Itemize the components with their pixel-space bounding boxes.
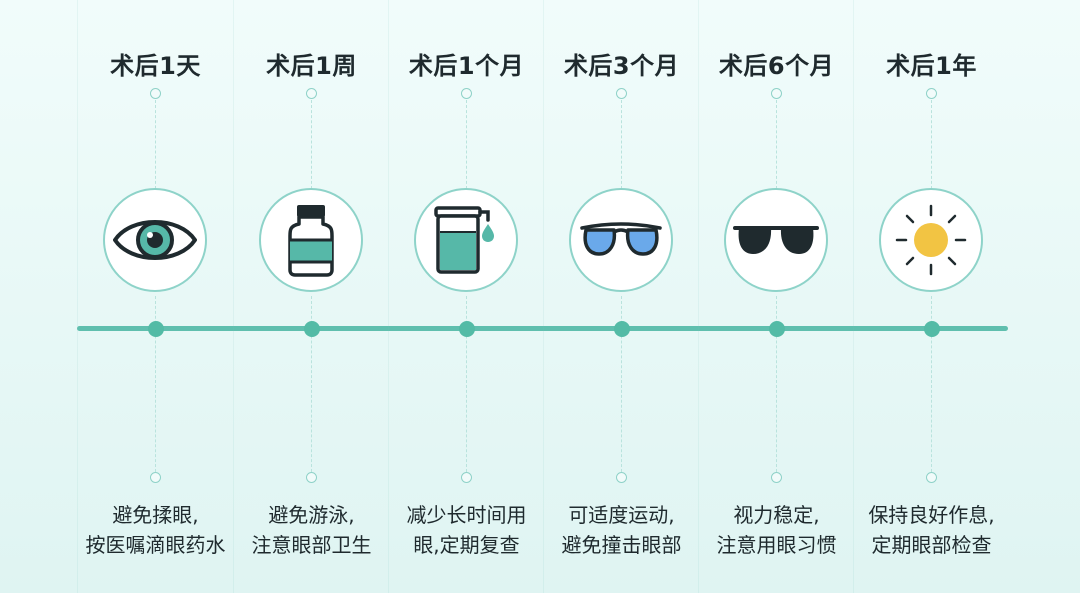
bottom-marker: [616, 472, 627, 483]
top-marker: [150, 88, 161, 99]
timeline-node: [459, 321, 475, 337]
icon-badge: [879, 188, 983, 292]
desc-line: 避免撞击眼部: [561, 533, 682, 557]
dashed-connector: [776, 100, 777, 194]
medicine-bottle-icon: [288, 205, 334, 277]
step-title: 术后6个月: [718, 52, 835, 80]
top-marker: [926, 88, 937, 99]
top-marker: [461, 88, 472, 99]
dashed-connector: [311, 296, 312, 472]
dashed-connector: [311, 100, 312, 194]
timeline-node: [769, 321, 785, 337]
step-description: 避免揉眼, 按医嘱滴眼药水: [78, 500, 233, 560]
bottom-marker: [926, 472, 937, 483]
dashed-connector: [155, 100, 156, 194]
bottom-marker: [150, 472, 161, 483]
desc-line: 眼,定期复查: [413, 533, 520, 557]
step-year-1: 术后1年 保持良好作息, 定期眼部检查: [853, 0, 1009, 593]
desc-line: 保持良好作息,: [868, 503, 995, 527]
bottom-marker: [771, 472, 782, 483]
dashed-connector: [621, 296, 622, 472]
icon-badge: [414, 188, 518, 292]
step-title: 术后3个月: [563, 52, 680, 80]
desc-line: 避免揉眼,: [112, 503, 199, 527]
dashed-connector: [466, 100, 467, 194]
eye-icon: [113, 220, 197, 260]
step-month-6: 术后6个月 视力稳定, 注意用眼习惯: [698, 0, 854, 593]
sunglasses-icon: [733, 226, 819, 254]
desc-line: 减少长时间用: [406, 503, 527, 527]
bottom-marker: [306, 472, 317, 483]
bottom-marker: [461, 472, 472, 483]
step-title: 术后1年: [886, 52, 977, 80]
timeline-node: [148, 321, 164, 337]
step-description: 减少长时间用 眼,定期复查: [389, 500, 544, 560]
desc-line: 避免游泳,: [268, 503, 355, 527]
desc-line: 视力稳定,: [733, 503, 820, 527]
top-marker: [616, 88, 627, 99]
icon-badge: [103, 188, 207, 292]
icon-badge: [724, 188, 828, 292]
timeline-axis: [77, 326, 1008, 331]
eye-drop-container-icon: [434, 206, 494, 274]
timeline-node: [614, 321, 630, 337]
step-day-1: 术后1天 避免揉眼, 按医嘱滴眼药水: [77, 0, 233, 593]
step-title: 术后1周: [266, 52, 357, 80]
top-marker: [306, 88, 317, 99]
dashed-connector: [466, 296, 467, 472]
desc-line: 按医嘱滴眼药水: [85, 533, 226, 557]
step-month-3: 术后3个月 可适度运动, 避免撞击眼部: [543, 0, 699, 593]
desc-line: 定期眼部检查: [871, 533, 992, 557]
step-description: 可适度运动, 避免撞击眼部: [544, 500, 699, 560]
desc-line: 可适度运动,: [568, 503, 675, 527]
icon-badge: [569, 188, 673, 292]
icon-badge: [259, 188, 363, 292]
step-title: 术后1天: [110, 52, 201, 80]
top-marker: [771, 88, 782, 99]
dashed-connector: [621, 100, 622, 194]
timeline-node: [304, 321, 320, 337]
step-description: 视力稳定, 注意用眼习惯: [699, 500, 854, 560]
step-week-1: 术后1周 避免游泳, 注意眼部卫生: [233, 0, 389, 593]
dashed-connector: [155, 296, 156, 472]
timeline-node: [924, 321, 940, 337]
step-title: 术后1个月: [408, 52, 525, 80]
step-description: 保持良好作息, 定期眼部检查: [854, 500, 1009, 560]
desc-line: 注意眼部卫生: [251, 533, 372, 557]
dashed-connector: [931, 296, 932, 472]
step-month-1: 术后1个月 减少长时间用 眼,定期复查: [388, 0, 544, 593]
dashed-connector: [931, 100, 932, 194]
blue-glasses-icon: [580, 222, 662, 256]
dashed-connector: [776, 296, 777, 472]
sun-icon: [895, 204, 967, 276]
desc-line: 注意用眼习惯: [716, 533, 837, 557]
step-description: 避免游泳, 注意眼部卫生: [234, 500, 389, 560]
